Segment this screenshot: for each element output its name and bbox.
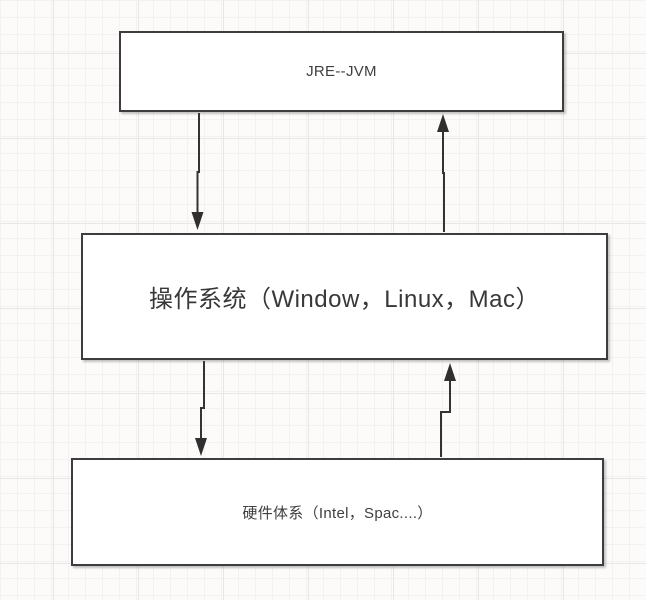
node-hardware-system-label: 硬件体系（Intel，Spac....）	[242, 504, 433, 522]
arrow-hardware-to-os	[440, 363, 456, 457]
arrow-os-to-hardware	[195, 361, 207, 456]
arrow-os-to-jre	[437, 114, 449, 232]
arrow-jre-to-os	[191, 113, 204, 230]
node-operating-system: 操作系统（Window，Linux，Mac）	[81, 233, 608, 360]
node-operating-system-label: 操作系统（Window，Linux，Mac）	[148, 286, 541, 313]
node-jre-jvm: JRE--JVM	[119, 31, 564, 112]
node-hardware-system: 硬件体系（Intel，Spac....）	[71, 458, 604, 566]
node-jre-jvm-label: JRE--JVM	[306, 63, 377, 80]
